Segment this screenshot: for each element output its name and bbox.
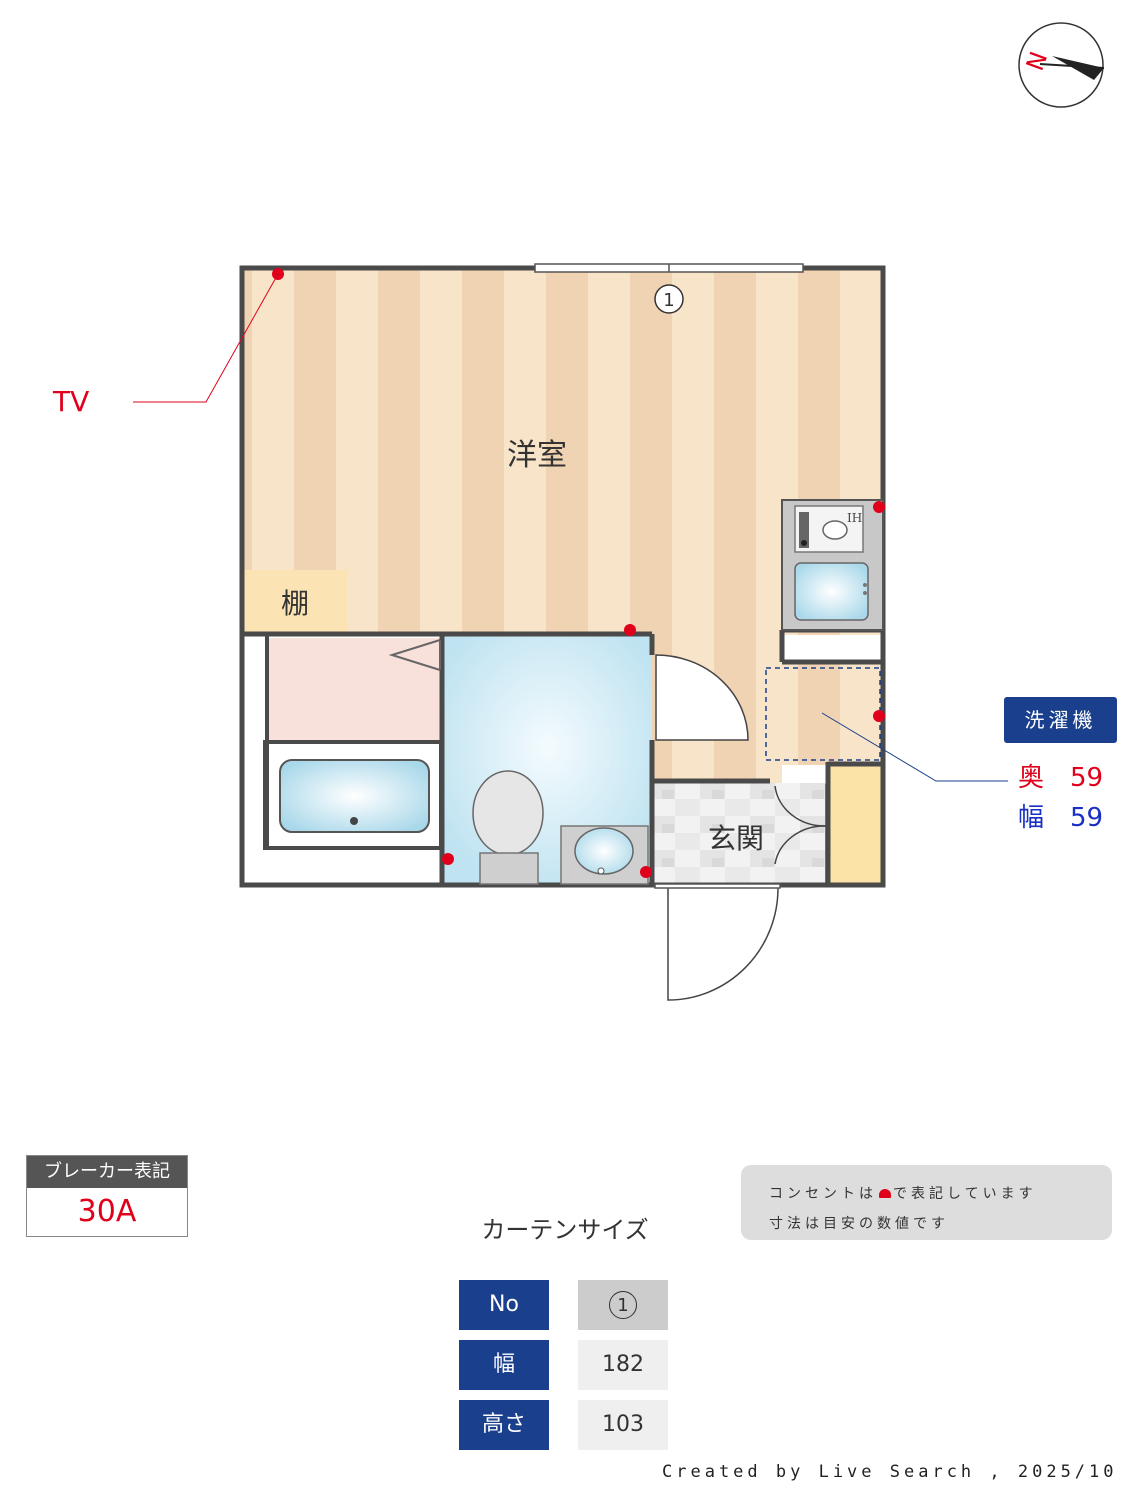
tv-label: TV: [52, 385, 89, 418]
entrance-label: 玄関: [708, 822, 764, 855]
outlet-icon: [873, 710, 885, 722]
curtain-marker: 1: [663, 290, 674, 311]
curtain-value: 182: [578, 1340, 668, 1390]
shelf-area: [242, 570, 347, 632]
curtain-key: 幅: [459, 1340, 549, 1390]
curtain-value: 1: [578, 1280, 668, 1330]
western-room-label: 洋室: [507, 438, 567, 473]
curtain-title: カーテンサイズ: [481, 1216, 649, 1244]
shelf-label: 棚: [281, 587, 309, 620]
outlet-icon: [640, 866, 652, 878]
doors: [654, 654, 827, 1001]
washer-depth-value: 59: [1070, 763, 1104, 793]
washer-depth: 奥 59: [1018, 757, 1103, 794]
ih-mark: IH: [847, 511, 862, 525]
washer-width: 幅 59: [1018, 797, 1103, 834]
washroom-floor: [267, 638, 441, 746]
curtain-key: 高さ: [459, 1400, 549, 1450]
western-room-floor: [242, 268, 883, 635]
notes-line2: 寸法は目安の数値です: [769, 1216, 949, 1232]
notes-box: コンセントはで表記しています 寸法は目安の数値です: [741, 1165, 1112, 1240]
curtain-value: 103: [578, 1400, 668, 1450]
washer-space: [765, 667, 881, 761]
breaker-box: ブレーカー表記 30A: [26, 1155, 188, 1237]
outlet-legend-icon: [879, 1189, 891, 1198]
table-row: 幅 182: [459, 1340, 669, 1390]
curtain-key: No: [459, 1280, 549, 1330]
washer-width-value: 59: [1070, 803, 1104, 833]
washer-badge: 洗濯機: [1004, 697, 1117, 743]
shoe-cabinet: [830, 766, 883, 884]
compass: N: [1018, 22, 1105, 108]
notes-line1-b: で表記しています: [893, 1186, 1037, 1202]
credit-line: Created by Live Search , 2025/10: [662, 1462, 1118, 1482]
curtain-no-value: 1: [609, 1291, 637, 1319]
table-row: No 1: [459, 1280, 669, 1330]
outlet-icon: [272, 268, 284, 280]
outlets: [272, 268, 885, 878]
breaker-title: ブレーカー表記: [27, 1156, 187, 1188]
washer-depth-label: 奥: [1018, 763, 1045, 793]
notes-line1-a: コンセントは: [769, 1186, 877, 1202]
bathtub: [279, 759, 430, 833]
washer-width-label: 幅: [1018, 803, 1045, 833]
entrance-floor: [652, 783, 828, 884]
outlet-icon: [873, 501, 885, 513]
table-row: 高さ 103: [459, 1400, 669, 1450]
outlet-icon: [624, 624, 636, 636]
toilet: [472, 770, 544, 856]
breaker-value: 30A: [77, 1194, 137, 1229]
kitchen-unit: IH: [781, 499, 884, 631]
outlet-icon: [442, 853, 454, 865]
